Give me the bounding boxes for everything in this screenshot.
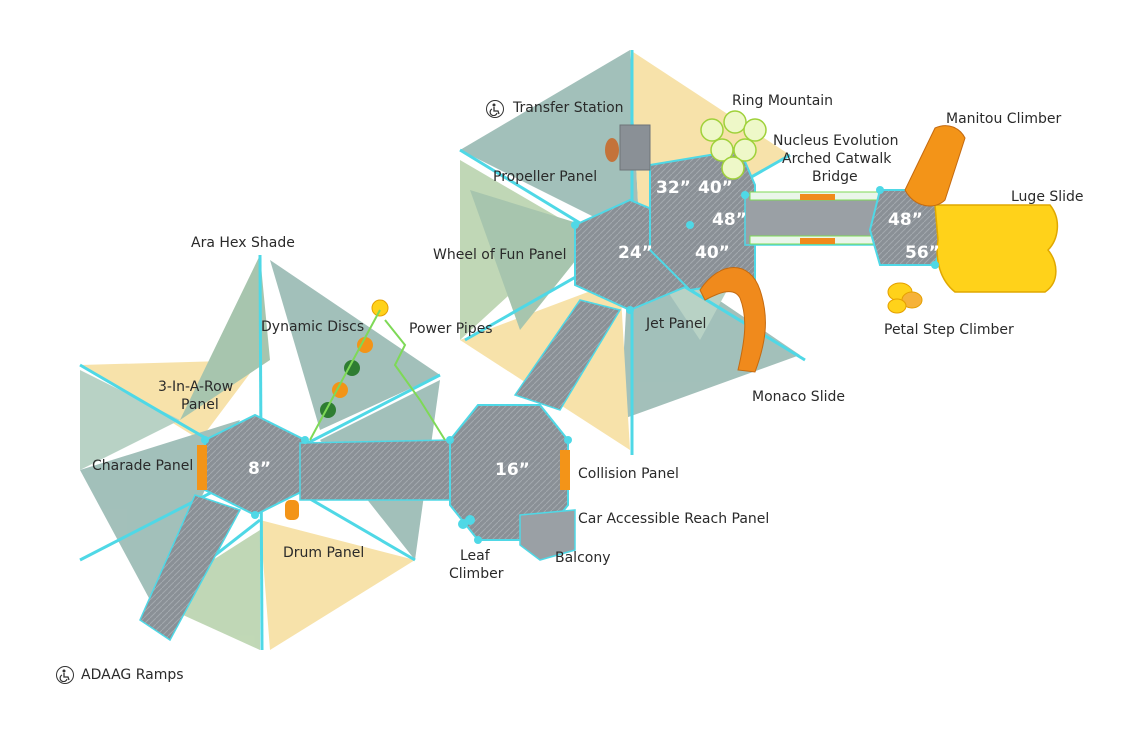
ramp-horizontal: [299, 439, 451, 501]
transfer-barrel: [605, 138, 619, 162]
height-8: 8”: [248, 459, 271, 479]
ramp-adaag: [139, 494, 242, 642]
ring-mountain: [700, 110, 767, 180]
height-32: 32”: [656, 178, 691, 198]
label-dynamic-discs: Dynamic Discs: [261, 319, 365, 335]
label-car-accessible-reach-panel: Car Accessible Reach Panel: [578, 511, 770, 527]
ramp-diagonal: [513, 299, 622, 411]
charade-panel-shape: [197, 445, 207, 490]
height-40-bottom: 40”: [695, 243, 730, 263]
luge-slide: [934, 204, 1059, 293]
collision-panel-shape: [560, 450, 570, 490]
height-40-top: 40”: [698, 178, 733, 198]
label-climber: Climber: [449, 566, 504, 582]
monaco-slide: [699, 267, 766, 373]
label-drum-panel: Drum Panel: [283, 545, 365, 561]
height-48-right: 48”: [888, 210, 923, 230]
label-3-in-a-row-panel: Panel: [181, 397, 219, 413]
label-transfer-station: Transfer Station: [513, 100, 624, 116]
label-balcony: Balcony: [555, 550, 611, 566]
label-manitou-climber: Manitou Climber: [946, 111, 1062, 127]
leaf-climber-shape: [458, 515, 475, 529]
label-adaag-ramps: ADAAG Ramps: [81, 667, 184, 683]
height-24: 24”: [618, 243, 653, 263]
accessibility-icon: [56, 666, 74, 684]
manitou-climber: [904, 125, 966, 207]
drum-panel-shape: [285, 500, 299, 520]
deck-16: [449, 404, 569, 541]
label-propeller-panel: Propeller Panel: [493, 169, 598, 185]
label-bridge: Bridge: [812, 169, 858, 185]
label-nucleus-evolution: Nucleus Evolution: [773, 133, 899, 149]
decks: [139, 148, 947, 642]
label-wheel-of-fun-panel: Wheel of Fun Panel: [433, 247, 567, 263]
label-arched-catwalk: Arched Catwalk: [782, 151, 892, 167]
dynamic-discs: [309, 299, 389, 441]
accessibility-icon: [486, 100, 504, 118]
label-jet-panel: Jet Panel: [646, 316, 707, 332]
height-56: 56”: [905, 243, 940, 263]
label-ring-mountain: Ring Mountain: [732, 93, 834, 109]
label-monaco-slide: Monaco Slide: [752, 389, 845, 405]
label-leaf: Leaf: [460, 548, 490, 564]
power-pipes: [384, 319, 446, 441]
transfer-station-shape: [619, 124, 651, 171]
label-petal-step-climber: Petal Step Climber: [884, 322, 1014, 338]
post-caps: [201, 186, 939, 544]
label-luge-slide: Luge Slide: [1011, 189, 1084, 205]
height-48-left: 48”: [712, 210, 747, 230]
petal-step-climber: [887, 282, 923, 314]
balcony-deck: [519, 509, 576, 561]
label-collision-panel: Collision Panel: [578, 466, 679, 482]
label-3-in-a-row: 3-In-A-Row: [158, 379, 234, 395]
label-power-pipes: Power Pipes: [409, 321, 493, 337]
height-16: 16”: [495, 460, 530, 480]
label-ara-hex-shade: Ara Hex Shade: [191, 235, 295, 251]
label-charade-panel: Charade Panel: [92, 458, 194, 474]
